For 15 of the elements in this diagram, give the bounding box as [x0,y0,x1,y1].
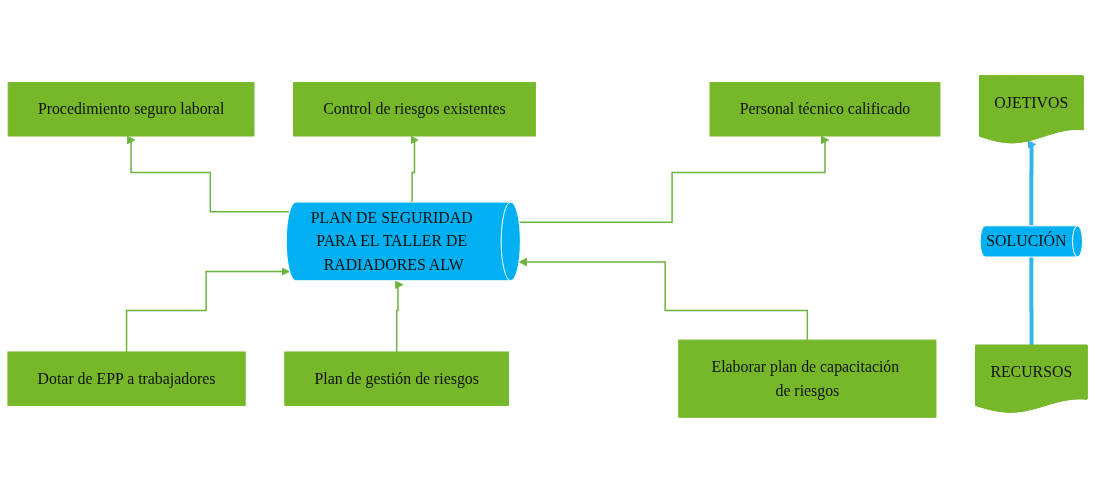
arrow [518,257,809,341]
node-box: Plan de gestión de riesgos [284,351,510,406]
node-box: Elaborar plan de capacitación de riesgos [678,339,937,418]
arrow [518,135,830,223]
node-box: Personal técnico calificado [709,82,941,137]
node-text: SOLUCIÓN [986,232,1067,250]
node-box: Control de riesgos existentes [293,82,536,137]
arrow [408,135,419,203]
arrow [394,280,404,353]
node-box: Procedimiento seguro laboral [7,82,255,137]
node-box: Dotar de EPP a trabajadores [7,351,246,406]
arrow [1027,139,1037,228]
arrow [125,267,290,353]
node-text: PLAN DE SEGURIDAD PARA EL TALLER DE RADIADORES ALW [310,208,473,273]
arrow [126,135,291,213]
